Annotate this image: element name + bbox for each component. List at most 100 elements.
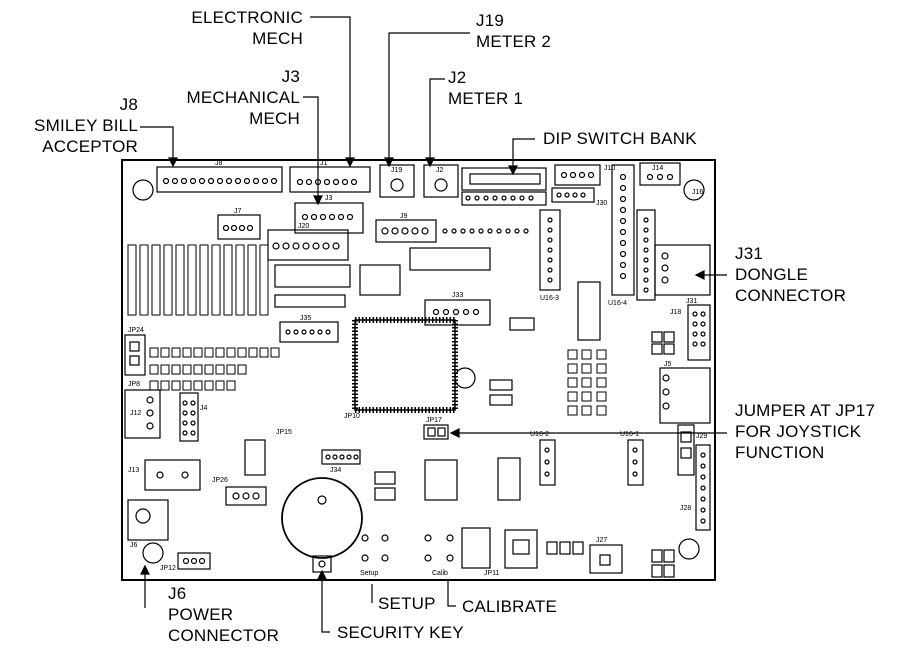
silk-u16-1: U16-1 <box>620 431 639 438</box>
callout-line: FOR JOYSTICK <box>735 422 862 441</box>
calibrate-switch <box>424 534 454 562</box>
j5-connector <box>659 367 711 424</box>
ic-chip <box>244 439 266 476</box>
callout-j8: J8 SMILEY BILL ACCEPTOR <box>6 94 138 157</box>
ic-chip <box>489 394 513 406</box>
silk-jp26: JP26 <box>212 477 228 484</box>
silk-j18: J18 <box>670 309 681 316</box>
j35-connector <box>279 321 339 343</box>
silk-j13: J13 <box>128 467 139 474</box>
ic-chip <box>509 317 535 331</box>
ic-chip <box>577 281 601 341</box>
callout-line: METER 1 <box>448 89 524 108</box>
j6-power-connector <box>127 499 169 541</box>
j1-connector <box>289 166 371 193</box>
silk-jp11: JP11 <box>484 570 500 577</box>
silk-jp8: JP8 <box>128 381 140 388</box>
callout-j3: J3 MECHANICAL MECH <box>160 66 300 129</box>
j31-dongle-connector <box>654 244 711 296</box>
j13-connector <box>144 459 201 491</box>
j9-connector <box>375 219 437 243</box>
silk-j4: J4 <box>200 405 208 412</box>
silk-jp17: JP17 <box>426 417 442 424</box>
jp26-connector <box>225 486 267 506</box>
component-pad-grid <box>149 347 280 391</box>
jp11-connector <box>461 527 538 569</box>
silk-j5: J5 <box>664 361 672 368</box>
callout-electronic-mech: ELECTRONIC MECH <box>190 7 303 49</box>
j19-connector <box>379 164 415 198</box>
ic-chip <box>374 471 396 485</box>
silk-j3: J3 <box>325 195 333 202</box>
callout-line: MECHANICAL <box>186 88 300 107</box>
callout-line: JUMPER AT JP17 <box>735 401 876 420</box>
silk-jp15: JP15 <box>276 429 292 436</box>
j3-connector <box>294 202 364 234</box>
callout-line: DIP SWITCH BANK <box>543 129 697 148</box>
callout-ref: J3 <box>281 67 300 86</box>
ic-chip <box>489 379 513 391</box>
callout-jp17: JUMPER AT JP17 FOR JOYSTICK FUNCTION <box>735 400 875 463</box>
j20-connector <box>267 229 349 261</box>
callout-line: MECH <box>249 109 300 128</box>
silk-j33: J33 <box>452 292 463 299</box>
mounting-hole <box>683 179 705 201</box>
ic-chip <box>497 457 521 501</box>
silk-j16: J16 <box>692 189 703 196</box>
ic-chip <box>424 459 458 501</box>
callout-line: DONGLE <box>735 265 808 284</box>
callout-line: CALIBRATE <box>462 597 558 616</box>
silk-j2: J2 <box>436 167 444 174</box>
callout-line: SMILEY BILL <box>34 116 138 135</box>
j27-connector <box>589 544 623 574</box>
silk-j30: J30 <box>596 200 607 207</box>
silk-j28: J28 <box>680 505 691 512</box>
pin-row <box>442 228 529 234</box>
silk-j27: J27 <box>596 537 607 544</box>
silk-calib: Calib <box>432 570 448 577</box>
j12-connector <box>124 389 161 439</box>
jp17-jumper <box>423 424 449 440</box>
callout-ref: J6 <box>168 584 187 603</box>
ic-chip <box>409 247 491 271</box>
callout-line: POWER <box>168 605 234 624</box>
callout-j6: J6 POWER CONNECTOR <box>168 583 279 646</box>
callout-line: ELECTRONIC <box>191 8 303 27</box>
j18-connector <box>687 304 711 361</box>
j16-connector <box>695 444 711 531</box>
silk-j12: J12 <box>130 410 141 417</box>
callout-line: SECURITY KEY <box>337 623 464 642</box>
silk-j20: J20 <box>298 223 309 230</box>
silk-u16-3: U16-3 <box>540 295 559 302</box>
silk-j9: J9 <box>400 213 408 220</box>
silk-jp12: JP12 <box>160 565 176 572</box>
silk-j8: J8 <box>215 160 223 167</box>
ic-chip <box>274 264 351 288</box>
j2-connector <box>423 164 459 198</box>
ic-chip <box>274 294 346 308</box>
silk-j10: J10 <box>604 165 615 172</box>
jp12-connector <box>177 552 211 570</box>
leader-lines <box>140 16 727 633</box>
callout-line: FUNCTION <box>735 443 825 462</box>
resistor-networks <box>127 244 269 316</box>
dip-switch-bank <box>461 167 547 206</box>
j8-connector <box>156 166 283 193</box>
mounting-hole <box>132 179 154 201</box>
silk-jp24: JP24 <box>128 327 144 334</box>
ic-chip <box>374 487 396 501</box>
security-key <box>281 477 363 573</box>
j10-connector <box>551 164 601 203</box>
silk-jp10: JP10 <box>344 413 360 420</box>
setup-switch <box>361 534 389 562</box>
pcb-board-outline <box>121 159 716 581</box>
ic-chip <box>359 264 401 296</box>
silk-j6: J6 <box>130 542 138 549</box>
silk-u16-2: U16-2 <box>530 431 549 438</box>
callout-ref: J8 <box>119 95 138 114</box>
u16-3-header <box>539 209 561 291</box>
component-pad-grid <box>567 349 607 416</box>
callout-line: METER 2 <box>476 32 552 51</box>
j29-connector <box>677 424 695 476</box>
